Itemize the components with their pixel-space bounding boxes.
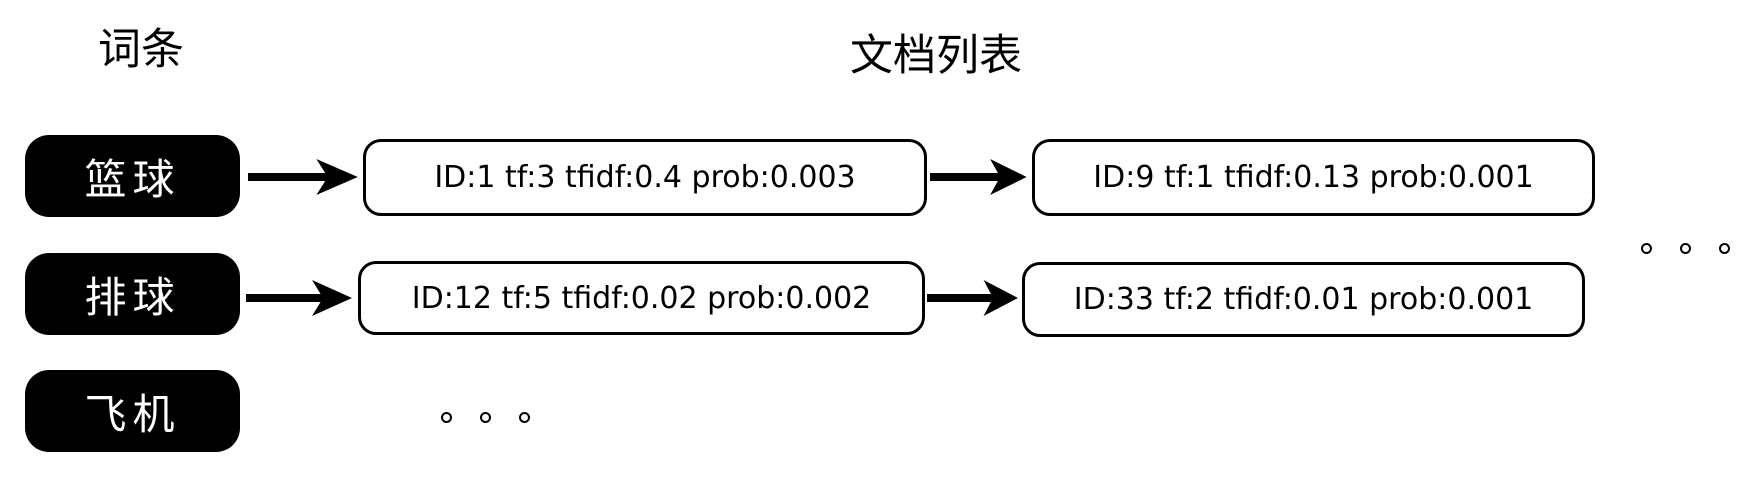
term-label: 飞机 (84, 389, 181, 439)
circle-outline-dot (480, 412, 491, 423)
posting-text: ID:1 tf:3 tfidf:0.4 prob:0.003 (434, 160, 856, 195)
circle-outline-dot (441, 412, 452, 423)
circle-outline-dot (1641, 243, 1652, 254)
term-label: 篮球 (84, 154, 181, 204)
terms-column-title: 词条 (98, 25, 184, 75)
circle-outline-dot (519, 412, 530, 423)
posting-text: ID:33 tf:2 tfidf:0.01 prob:0.001 (1073, 282, 1534, 317)
term-box-basketball: 篮球 (25, 135, 240, 217)
arrow-right-icon (246, 280, 352, 316)
posting-text: ID:12 tf:5 tfidf:0.02 prob:0.002 (411, 280, 872, 316)
posting-text: ID:9 tf:1 tfidf:0.13 prob:0.001 (1093, 160, 1534, 195)
posting-node: ID:1 tf:3 tfidf:0.4 prob:0.003 (363, 139, 927, 216)
circle-outline-dot (1719, 243, 1730, 254)
arrow-right-icon (248, 159, 358, 195)
posting-node: ID:12 tf:5 tfidf:0.02 prob:0.002 (358, 261, 925, 335)
doclist-column-title: 文档列表 (850, 31, 1022, 81)
circle-outline-dot (1680, 243, 1691, 254)
term-box-volleyball: 排球 (25, 253, 240, 335)
posting-node: ID:9 tf:1 tfidf:0.13 prob:0.001 (1032, 139, 1595, 216)
arrow-right-icon (930, 159, 1027, 195)
term-label: 排球 (84, 272, 181, 322)
posting-node: ID:33 tf:2 tfidf:0.01 prob:0.001 (1022, 262, 1585, 337)
arrow-right-icon (927, 280, 1018, 316)
term-box-airplane: 飞机 (25, 370, 240, 452)
